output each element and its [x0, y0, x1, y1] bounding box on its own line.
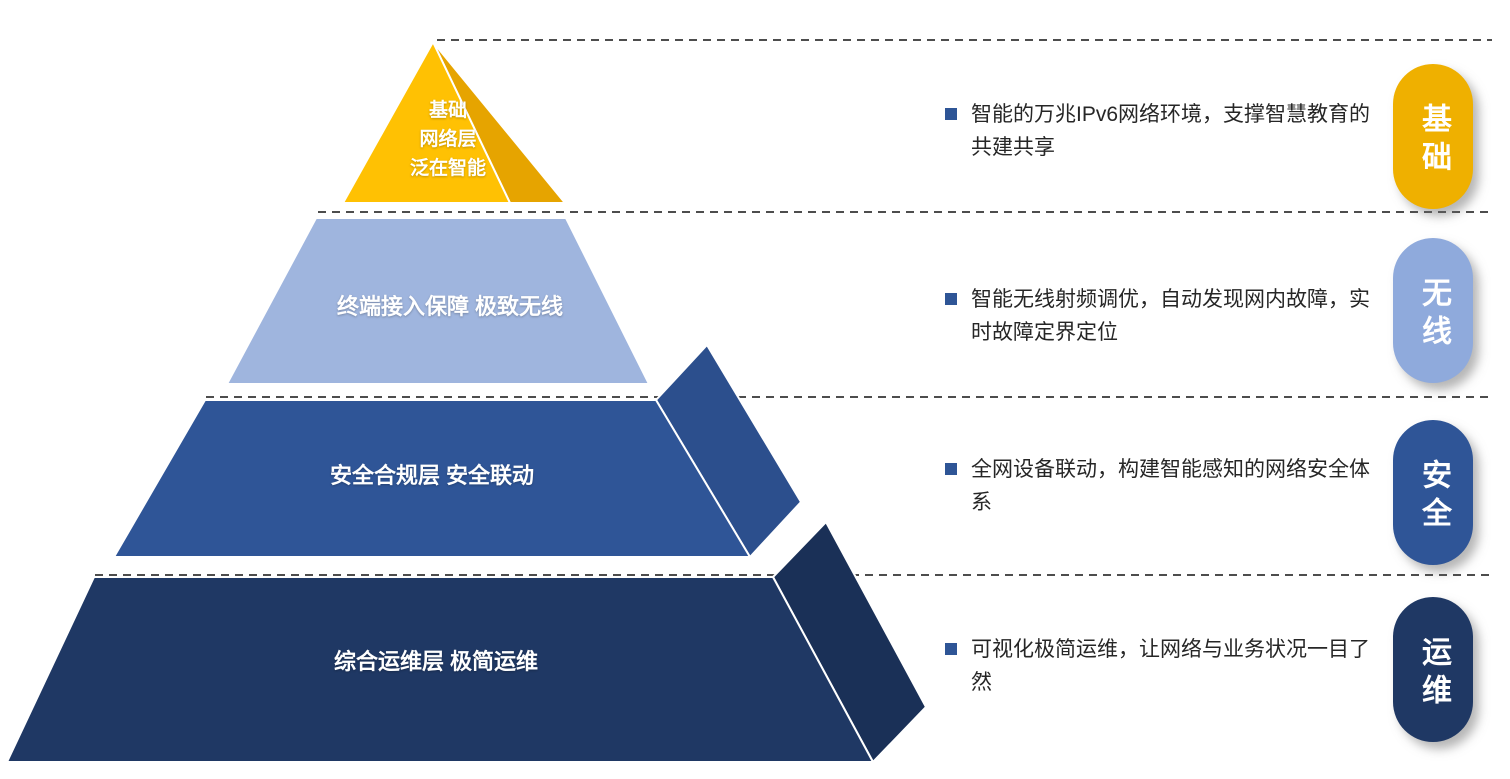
tip-layer-label: 基础 网络层 泛在智能: [368, 96, 528, 183]
security-layer-label: 安全合规层 安全联动: [329, 463, 535, 488]
bullet-square-icon: [945, 108, 957, 120]
badge-foundation: 基础: [1393, 64, 1473, 209]
badge-security: 安全: [1393, 420, 1473, 565]
pyramid-wireless-layer: [226, 217, 650, 385]
feature-text-wireless: 智能无线射频调优，自动发现网内故障，实时故障定界定位: [971, 288, 1370, 344]
pyramid-operations-layer: [6, 576, 874, 763]
operations-layer-label: 综合运维层 极简运维: [333, 649, 539, 674]
badge-operations-label: 运维: [1417, 635, 1450, 712]
dashed-separator-security: [206, 396, 1492, 398]
bullet-square-icon: [945, 463, 957, 475]
tip-label-line3: 泛在智能: [409, 158, 486, 179]
feature-row-security: 全网设备联动，构建智能感知的网络安全体系: [945, 453, 1385, 519]
feature-text-security: 全网设备联动，构建智能感知的网络安全体系: [971, 458, 1370, 514]
bullet-square-icon: [945, 293, 957, 305]
dashed-separator-wireless: [318, 211, 1492, 213]
bullet-square-icon: [945, 643, 957, 655]
dashed-separator-top: [437, 39, 1492, 41]
pyramid-graphic: [6, 41, 927, 763]
pyramid-tip-layer: [342, 41, 511, 204]
wireless-layer-label: 终端接入保障 极致无线: [336, 294, 564, 319]
tip-label-line1: 基础: [428, 100, 467, 121]
feature-row-operations: 可视化极简运维，让网络与业务状况一目了然: [945, 633, 1385, 699]
badge-wireless-label: 无线: [1417, 276, 1450, 353]
badge-security-label: 安全: [1417, 458, 1450, 535]
badge-wireless: 无线: [1393, 238, 1473, 383]
feature-row-foundation: 智能的万兆IPv6网络环境，支撑智慧教育的共建共享: [945, 98, 1385, 164]
badge-foundation-label: 基础: [1417, 102, 1450, 179]
feature-text-operations: 可视化极简运维，让网络与业务状况一目了然: [971, 638, 1370, 694]
badge-operations: 运维: [1393, 597, 1473, 742]
feature-text-foundation: 智能的万兆IPv6网络环境，支撑智慧教育的共建共享: [971, 103, 1371, 159]
tip-label-line2: 网络层: [419, 129, 477, 150]
pyramid-security-layer: [113, 399, 751, 558]
feature-row-wireless: 智能无线射频调优，自动发现网内故障，实时故障定界定位: [945, 283, 1385, 349]
